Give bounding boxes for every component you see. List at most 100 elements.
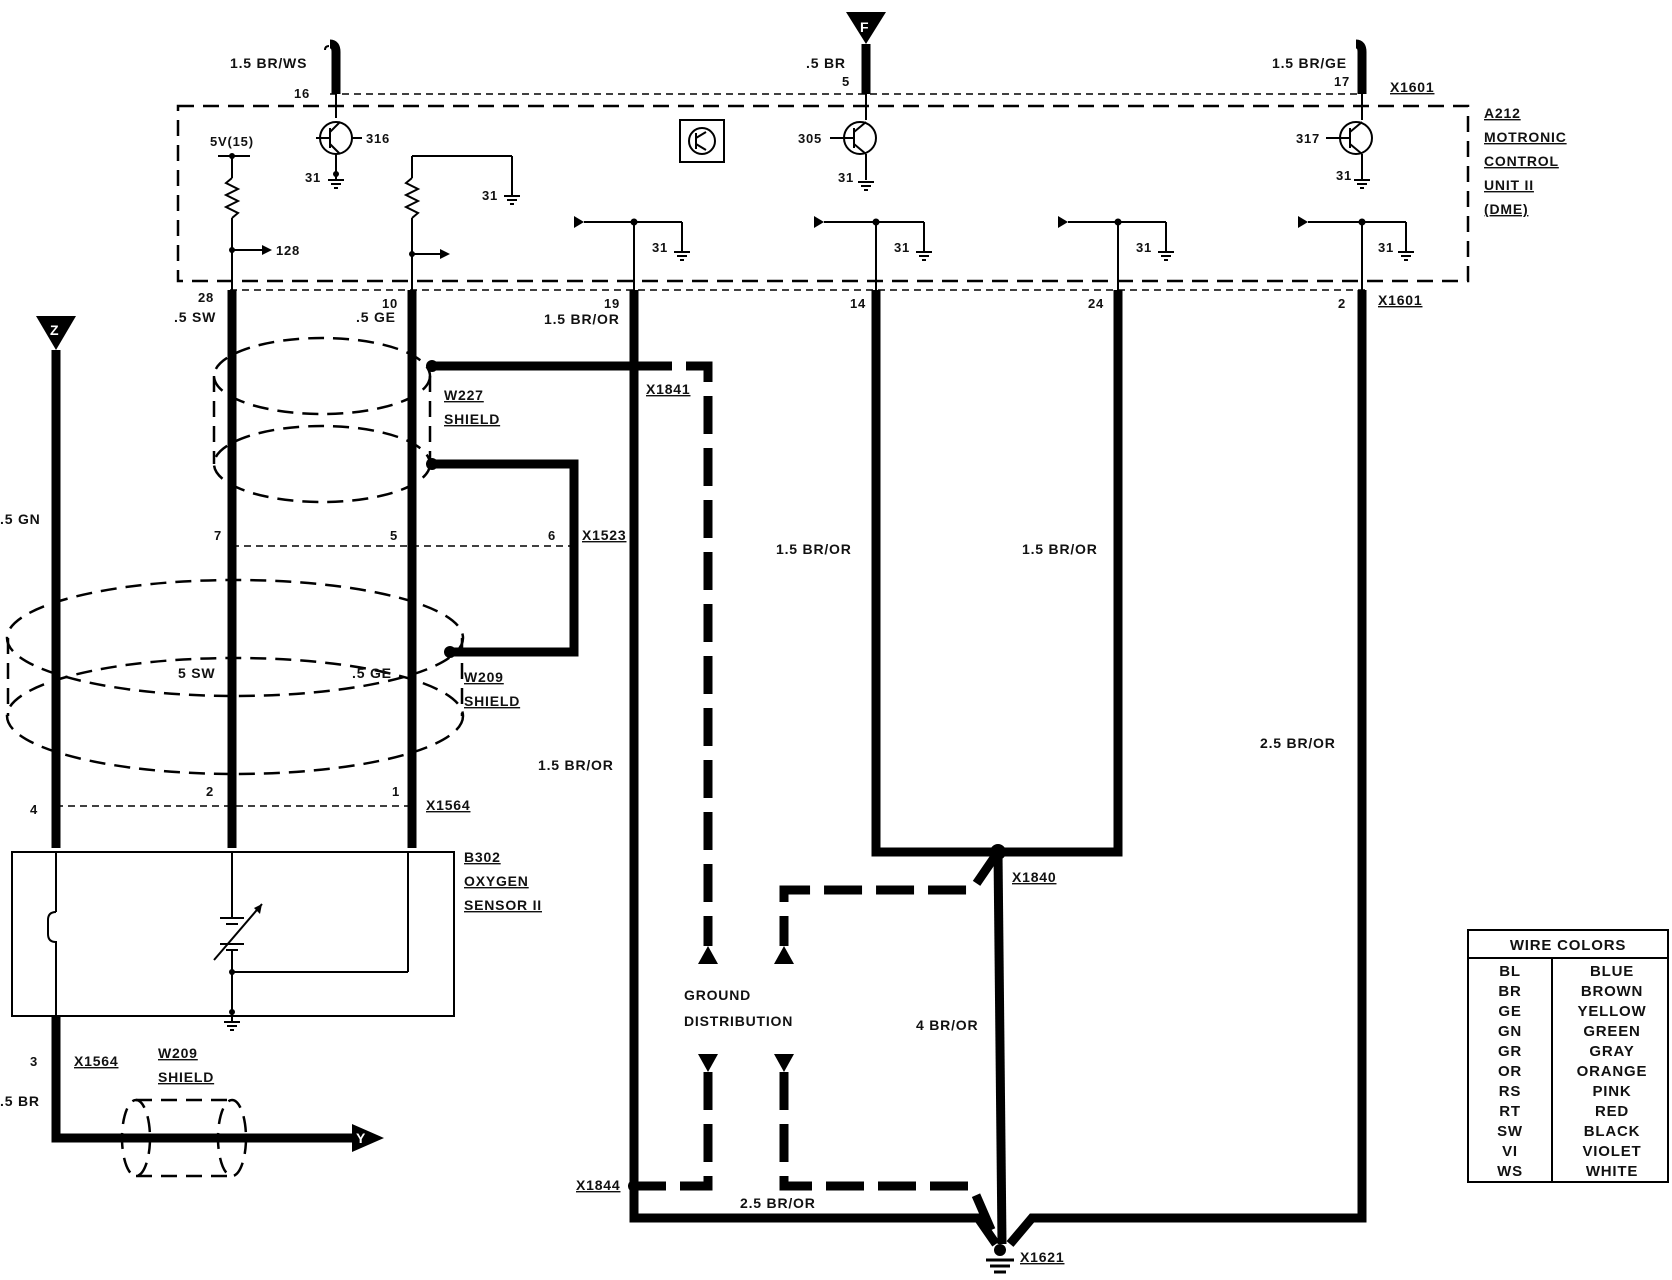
bottom-pins: 28 .5 SW 10 .5 GE 19 1.5 BR/OR 14 24 2 X… [174,290,1422,327]
legend-color-name: BLACK [1584,1123,1641,1140]
ground-31-label-d: 31 [1136,240,1152,255]
pin-14: 14 [850,296,866,311]
legend-code: RS [1499,1083,1521,1100]
pin-2-x1564: 2 [206,784,214,799]
legend-code: SW [1497,1123,1523,1140]
w227-shield: W227 SHIELD [212,336,634,548]
internal-ground-tap-14: 31 [814,216,932,290]
arrow-f-icon [846,12,886,44]
ground-31-label-317: 31 [1336,168,1352,183]
heater-icon [47,911,57,946]
wire-br-ws [329,39,341,94]
w209-shield: W209 SHIELD 5 SW .5 GE [5,578,520,776]
pin-5: 5 [842,74,850,89]
arrow-z-icon [36,316,76,350]
wire-br-or-24 [998,290,1123,857]
wire-br-or-19 [629,290,1000,1247]
sensor-name-line-1: OXYGEN [464,873,529,889]
ground-icon [328,179,344,189]
ground-distribution-line-1: GROUND [684,987,751,1003]
pin-24: 24 [1088,296,1104,311]
x1621-ground-icon [986,1244,1014,1274]
legend-color-name: ORANGE [1577,1063,1648,1080]
ground-31-label-a: 31 [482,188,498,203]
legend-color-name: RED [1595,1103,1629,1120]
x1564-label: X1564 [426,797,470,813]
wire-19-label: 1.5 BR/OR [544,311,620,327]
wire-gn-label: .5 GN [0,511,41,527]
wire-br-or-2 [1006,290,1367,1247]
transistor-305-label: 305 [798,131,822,146]
module-name-line-4: (DME) [1484,201,1528,217]
supply-5v-circuit: 5V(15) 128 [210,134,299,290]
legend-code: WS [1497,1163,1523,1180]
pin-19: 19 [604,296,620,311]
arrow-y-icon [352,1124,384,1152]
resistor-icon [223,177,241,219]
pin-3: 3 [30,1054,38,1069]
transistor-316-label: 316 [366,131,390,146]
internal-ground-tap-2: 31 [1298,216,1414,290]
transistor-collector [329,121,341,133]
bottom-wire-label: 2.5 BR/OR [740,1195,816,1211]
transistor-317-label: 317 [1296,131,1320,146]
wire-br-or-14 [871,290,998,857]
ground-icon [504,195,520,205]
ground-31-label: 31 [305,170,321,185]
module-name-line-3: UNIT II [1484,177,1534,193]
arrow-y-label: Y [356,1130,366,1146]
legend-code: BR [1498,983,1521,1000]
ground-icon [858,181,874,191]
module-ref: A212 [1484,105,1521,121]
pin-6: 6 [548,528,556,543]
wire-5-label: .5 BR [806,55,846,71]
lower-br-wire: Y 3 X1564 .5 BR W209 SHIELD [0,1016,384,1178]
w209-shield-label: SHIELD [464,693,520,709]
legend-code: GR [1498,1043,1522,1060]
legend-color-name: WHITE [1586,1163,1638,1180]
x1601-top-label: X1601 [1390,79,1434,95]
module-label: A212 MOTRONIC CONTROL UNIT II (DME) [1484,105,1567,217]
legend-box [1467,929,1669,1183]
arrow-up-icon [698,946,718,964]
legend-code: GE [1498,1003,1521,1020]
arrow-128-icon [262,245,272,255]
legend-color-name: GREEN [1583,1023,1640,1040]
sensor-input-circuit: 31 [403,155,520,290]
wire-24-label: 1.5 BR/OR [1022,541,1098,557]
sensor-name-line-2: SENSOR II [464,897,542,913]
control-unit-symbol-icon [679,119,725,163]
w209-lower-shield-label: SHIELD [158,1069,214,1085]
ground-distribution-line-2: DISTRIBUTION [684,1013,793,1029]
arrow-down-icon [774,1054,794,1072]
legend-code: BL [1499,963,1521,980]
wire-16-label: 1.5 BR/WS [230,55,307,71]
arrow-z-label: Z [50,322,59,338]
wire-14-label: 1.5 BR/OR [776,541,852,557]
module-name-line-1: MOTRONIC [1484,129,1567,145]
pin-16: 16 [294,86,310,101]
legend-color-name: GRAY [1589,1043,1634,1060]
ground-dist-line-left-upper [634,361,713,946]
w209-label: W209 [464,669,504,685]
wire-sw-label: .5 SW [174,309,216,325]
ground-31-label-e: 31 [1378,240,1394,255]
arrow-down-icon [698,1054,718,1072]
x1601-bottom-label: X1601 [1378,292,1422,308]
w209-lower-label: W209 [158,1045,198,1061]
left-gn-wire: Z .5 GN [0,316,76,848]
legend-color-name: YELLOW [1578,1003,1647,1020]
ground-31-label-b: 31 [652,240,668,255]
top-wire-16: 1.5 BR/WS 16 316 31 [230,39,390,189]
internal-ground-tap-19: 31 [574,216,690,290]
x1844-label: X1844 [576,1177,620,1193]
oxygen-sensor: B302 OXYGEN SENSOR II [11,849,542,1031]
wire-br-label: .5 BR [0,1093,40,1109]
wire-sw-mid-label: 5 SW [178,665,215,681]
arrow-icon [440,249,450,259]
pin-10: 10 [382,296,398,311]
junction-dot [333,171,339,177]
